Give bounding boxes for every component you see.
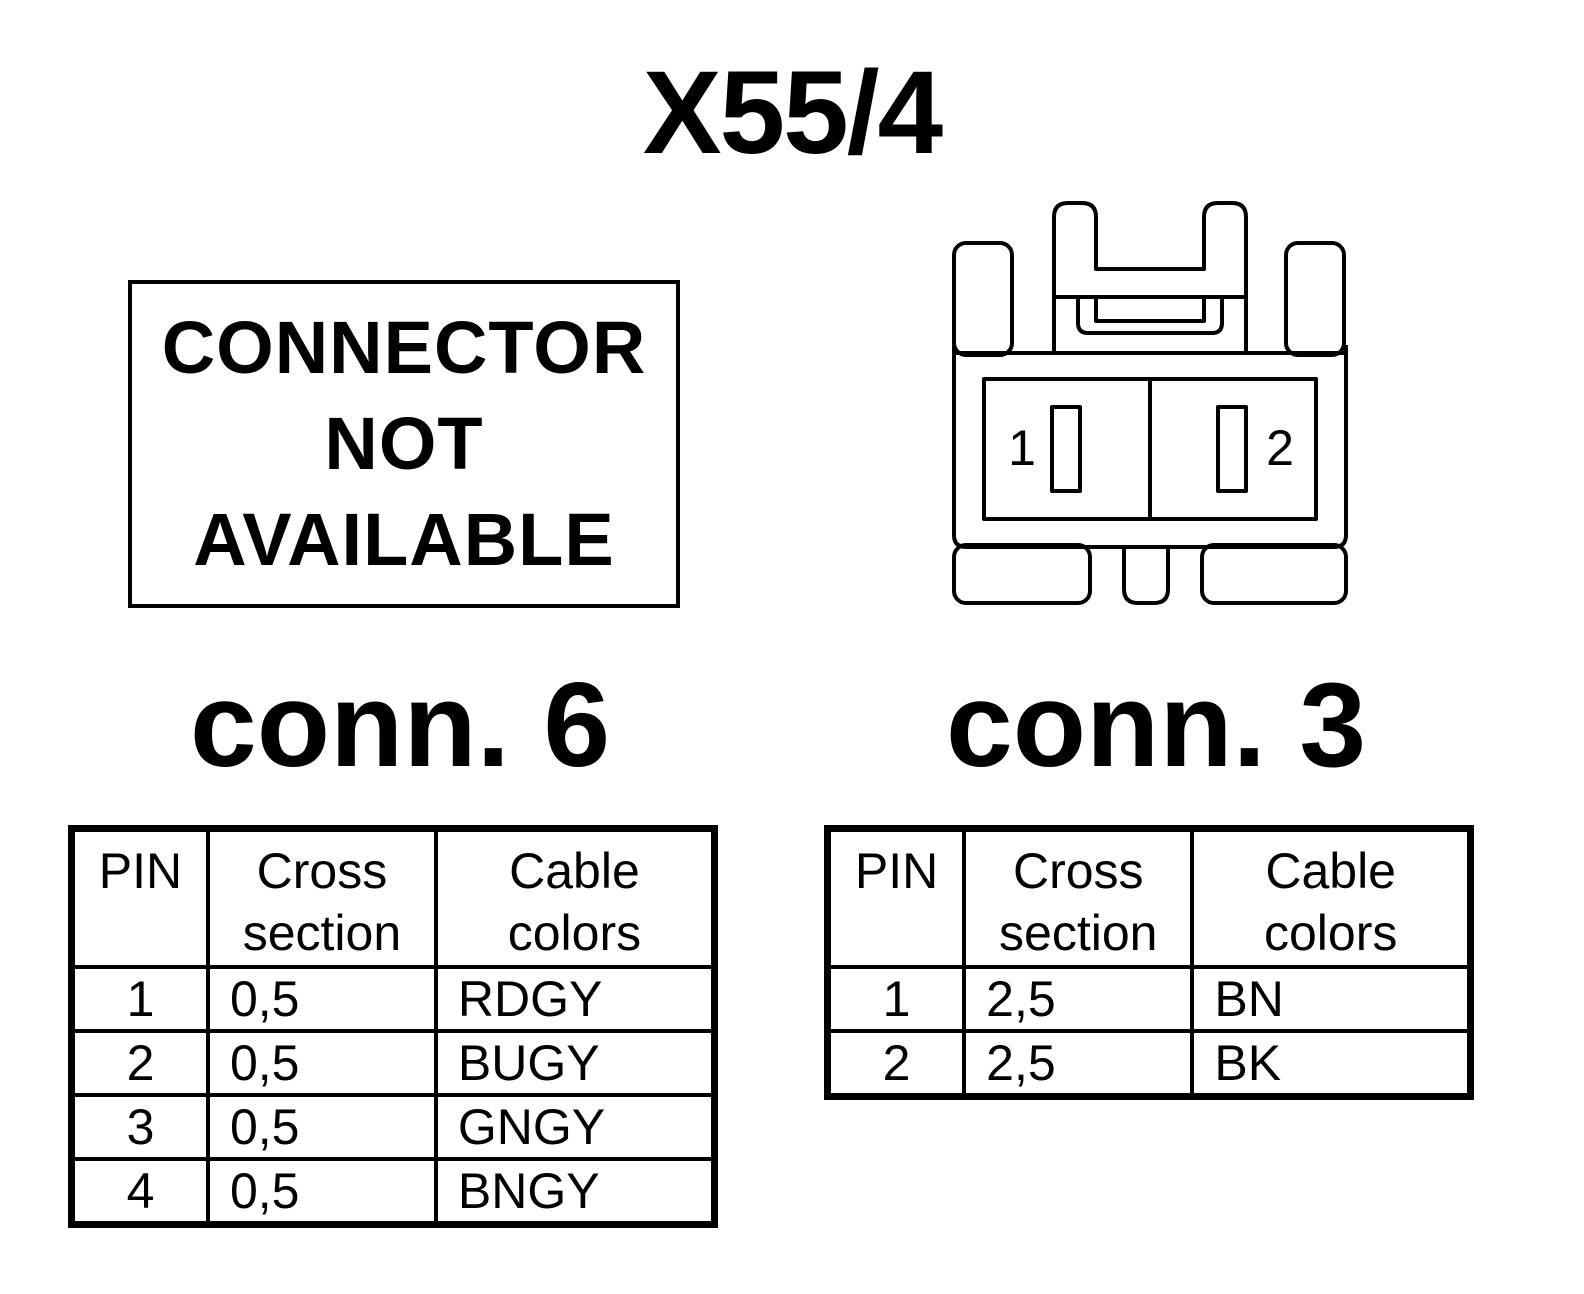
cell-cross-section: 0,5 <box>205 964 438 1033</box>
notice-line: CONNECTOR <box>161 306 647 389</box>
cell-cross-section: 0,5 <box>205 1028 438 1097</box>
pin-terminal-2 <box>1216 405 1248 493</box>
connector-left-foot <box>952 543 1092 605</box>
cell-cable-color: BK <box>1190 1028 1473 1098</box>
header-pin: PIN <box>69 826 210 969</box>
notice-line: AVAILABLE <box>193 498 615 581</box>
conn-6-label: conn. 6 <box>190 658 611 792</box>
connector-center-key <box>1122 547 1170 605</box>
cell-cable-color: BN <box>1190 964 1473 1033</box>
connector-left-ear <box>952 241 1014 357</box>
header-pin: PIN <box>825 826 967 969</box>
conn-3-label: conn. 3 <box>946 658 1367 792</box>
cell-pin: 1 <box>69 964 210 1033</box>
pin-label-2: 2 <box>1266 420 1294 476</box>
connector-right-foot <box>1200 543 1348 605</box>
table-row: 2 2,5 BK <box>825 1028 1473 1098</box>
cell-pin: 4 <box>69 1156 210 1226</box>
pin-label-1: 1 <box>1008 420 1036 476</box>
connector-right-ear <box>1284 241 1346 357</box>
cell-cross-section: 0,5 <box>205 1156 438 1226</box>
diagram-title: X55/4 <box>642 47 943 179</box>
cell-cross-section: 0,5 <box>205 1092 438 1161</box>
table-row: 2 0,5 BUGY <box>69 1028 717 1097</box>
connector-housing <box>952 345 1348 549</box>
cell-cable-color: GNGY <box>433 1092 717 1161</box>
connector-3-drawing: 1 2 <box>952 201 1348 605</box>
cell-cross-section: 2,5 <box>962 1028 1195 1098</box>
notice-line: NOT <box>324 402 484 485</box>
cell-cross-section: 2,5 <box>962 964 1195 1033</box>
table-row: 4 0,5 BNGY <box>69 1156 717 1226</box>
cell-cable-color: BNGY <box>433 1156 717 1226</box>
connector-not-available-box: CONNECTOR NOT AVAILABLE <box>128 280 680 608</box>
cell-pin: 2 <box>69 1028 210 1097</box>
cell-pin: 2 <box>825 1028 967 1098</box>
pin-terminal-1 <box>1050 405 1082 493</box>
connector-top-latch <box>1052 201 1248 353</box>
cell-cable-color: BUGY <box>433 1028 717 1097</box>
cell-pin: 1 <box>825 964 967 1033</box>
table-row: 3 0,5 GNGY <box>69 1092 717 1161</box>
table-row: 1 0,5 RDGY <box>69 964 717 1033</box>
table-row: 1 2,5 BN <box>825 964 1473 1033</box>
cell-pin: 3 <box>69 1092 210 1161</box>
cell-cable-color: RDGY <box>433 964 717 1033</box>
